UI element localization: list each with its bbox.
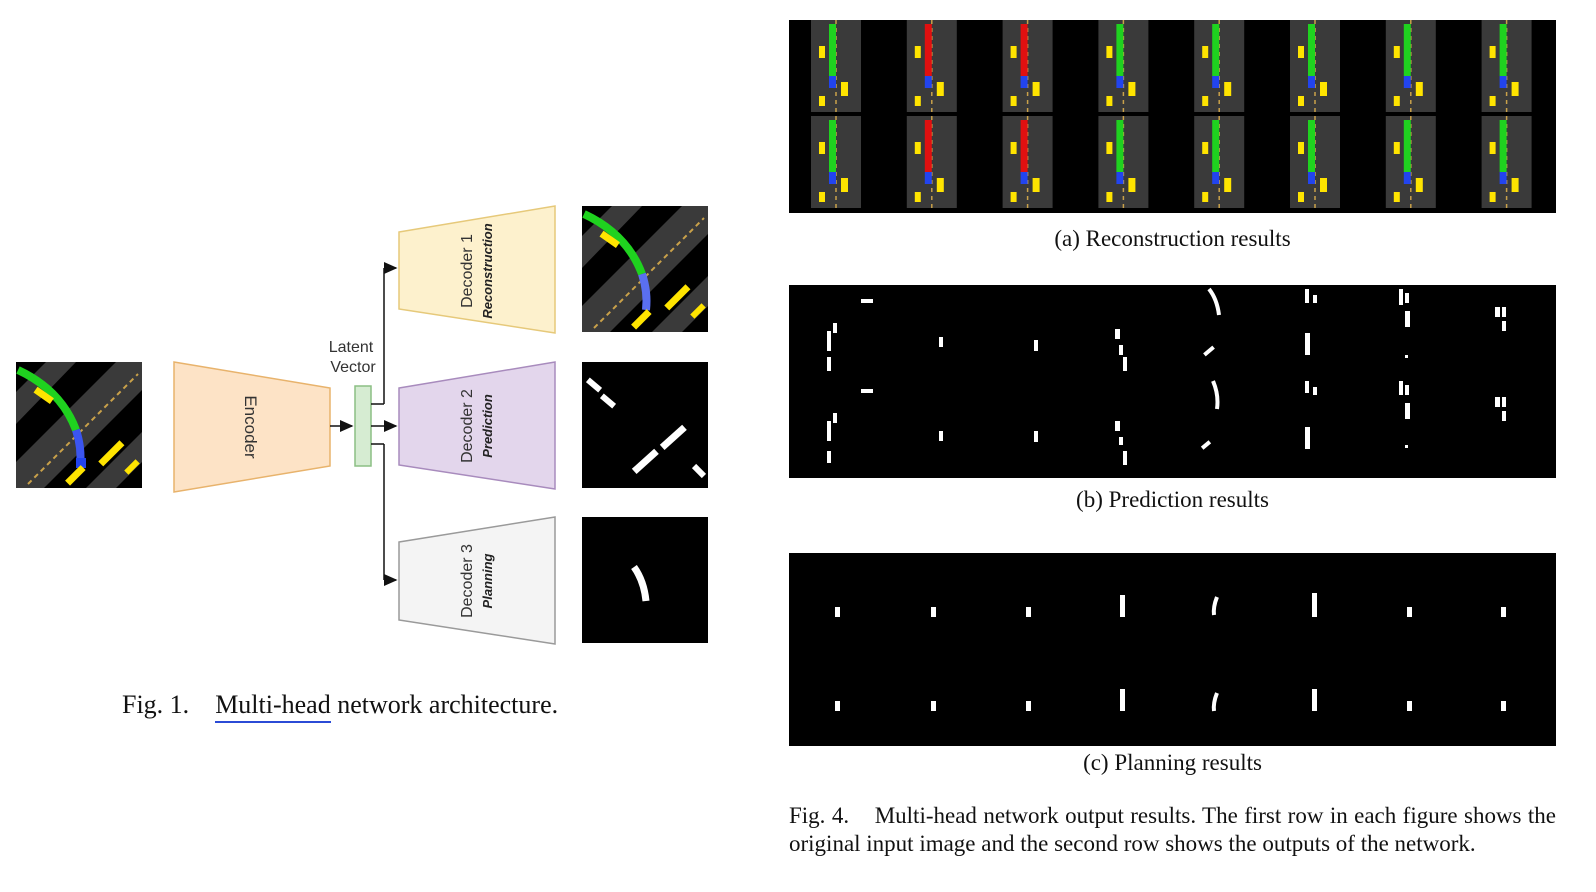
fig4-caption: Fig. 4. Multi-head network output result… xyxy=(789,802,1556,858)
reconstruction-output-image xyxy=(582,206,708,332)
fig1-caption-prefix: Fig. 1. xyxy=(122,690,190,719)
reconstruction-tile xyxy=(811,20,861,112)
reconstruction-tile xyxy=(1098,116,1149,208)
reconstruction-tile xyxy=(1002,116,1053,208)
decoder-2-task: Prediction xyxy=(480,394,495,458)
subcaption-reconstruction: (a) Reconstruction results xyxy=(1054,226,1291,251)
reconstruction-tile xyxy=(1194,20,1245,112)
decoder-1-block xyxy=(398,205,556,334)
reconstruction-tile xyxy=(1290,116,1340,208)
reconstruction-tile xyxy=(1385,20,1436,112)
reconstruction-tile xyxy=(1481,20,1532,112)
reconstruction-tile xyxy=(1385,116,1436,208)
planning-marks xyxy=(835,593,1506,712)
input-bev-image xyxy=(16,362,142,488)
latent-vector-block xyxy=(354,385,372,467)
decoder-3-task: Planning xyxy=(480,553,495,608)
decoder-1-task: Reconstruction xyxy=(480,223,495,318)
subcaption-planning: (c) Planning results xyxy=(1083,750,1262,775)
reconstruction-tile xyxy=(1002,20,1053,112)
reconstruction-tile xyxy=(1290,20,1340,112)
decoder-3-name: Decoder 3 xyxy=(459,544,476,618)
planning-output-mask xyxy=(582,517,708,643)
prediction-results-panel xyxy=(789,285,1556,478)
fig4-caption-prefix: Fig. 4. xyxy=(789,803,850,828)
latent-label-line2: Vector xyxy=(330,359,376,376)
reconstruction-tile xyxy=(811,116,861,208)
encoder-block xyxy=(173,361,331,493)
decoder-2-name: Decoder 2 xyxy=(459,389,476,463)
multi-head-link[interactable]: Multi-head xyxy=(215,690,331,723)
decoder-2-block xyxy=(398,361,556,490)
decoder-1-name: Decoder 1 xyxy=(459,234,476,308)
reconstruction-tile xyxy=(1098,20,1149,112)
fig4-caption-text: Multi-head network output results. The f… xyxy=(789,803,1557,856)
planning-results-panel xyxy=(789,553,1556,746)
fig1-caption-rest: network architecture. xyxy=(337,690,559,719)
prediction-marks xyxy=(827,287,1506,465)
prediction-output-mask xyxy=(582,362,708,488)
fig1-architecture-diagram: Encoder Latent Vector Decoder 1 Reconstr… xyxy=(16,205,708,645)
subcaption-prediction: (b) Prediction results xyxy=(1076,487,1269,512)
reconstruction-results-panel xyxy=(789,20,1556,213)
fig1-caption: Fig. 1. Multi-head network architecture. xyxy=(122,690,559,723)
reconstruction-tile xyxy=(1194,116,1245,208)
decoder-3-block xyxy=(398,516,556,645)
reconstruction-tile xyxy=(906,20,957,112)
encoder-label: Encoder xyxy=(241,395,260,459)
reconstruction-tile xyxy=(1481,116,1532,208)
latent-label-line1: Latent xyxy=(329,339,374,356)
reconstruction-tile xyxy=(906,116,957,208)
